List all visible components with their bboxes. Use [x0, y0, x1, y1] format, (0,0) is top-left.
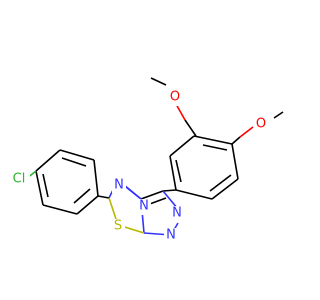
ring-inner-bond [202, 144, 228, 151]
bond-ring-right-methoxy [231, 136, 241, 145]
ring-bond [193, 135, 233, 145]
ring-bond [59, 149, 95, 161]
ring-bond [175, 189, 213, 200]
chlorophenyl-ring [35, 149, 99, 215]
ring-bond [169, 135, 195, 157]
sulfur-bg [111, 219, 125, 235]
heterocycle-bond [97, 195, 110, 199]
ring-bond [35, 170, 44, 206]
oxygen-right-bg [254, 117, 268, 133]
ring-bond [211, 178, 239, 200]
bond-methyl-top [150, 77, 167, 86]
heterocycle-bond [140, 190, 164, 200]
ring-inner-bond [61, 157, 87, 167]
molecule-canvas: O O N N N N S Cl [8, 77, 284, 244]
ring-bond [93, 159, 99, 197]
dimethoxyphenyl-ring [169, 135, 239, 200]
nitrogen-c-label: N [172, 206, 182, 221]
nitrogen-b-label: N [139, 199, 149, 214]
nitrogen-c-bg [170, 206, 184, 222]
ring-bond [169, 155, 177, 191]
nitrogen-a-label: N [114, 178, 124, 193]
bond-ring-top-methoxy [184, 119, 197, 137]
sulfur-label: S [114, 219, 122, 234]
structure-diagram: O O N N N N S Cl [8, 77, 284, 244]
ring-bond [35, 149, 61, 172]
top-methoxy [150, 77, 197, 137]
bond-methyl-right [273, 111, 284, 119]
atom-labels: O O N N N N S Cl [8, 90, 268, 244]
oxygen-top-bg [168, 90, 182, 106]
bond-o-top-ring [175, 103, 186, 121]
nitrogen-d-bg [164, 228, 178, 244]
chlorine-label: Cl [13, 172, 26, 187]
ring-bond [231, 143, 239, 180]
ring-inner-bond [73, 188, 91, 204]
nitrogen-a-bg [112, 177, 126, 193]
ring-inner-bond [175, 159, 182, 183]
oxygen-right-label: O [256, 117, 266, 132]
oxygen-top-label: O [170, 90, 180, 105]
ring-bond [76, 195, 99, 215]
chlorine-bg [8, 171, 30, 187]
ring-inner-bond [209, 174, 232, 192]
ring-bond [42, 204, 78, 215]
nitrogen-d-label: N [166, 228, 176, 243]
bond-o-right-ring [239, 126, 254, 138]
right-methoxy [231, 111, 284, 145]
ring-inner-bond [42, 173, 49, 198]
nitrogen-b-bg [137, 199, 151, 215]
bond-phenyl-triazole [162, 189, 177, 192]
